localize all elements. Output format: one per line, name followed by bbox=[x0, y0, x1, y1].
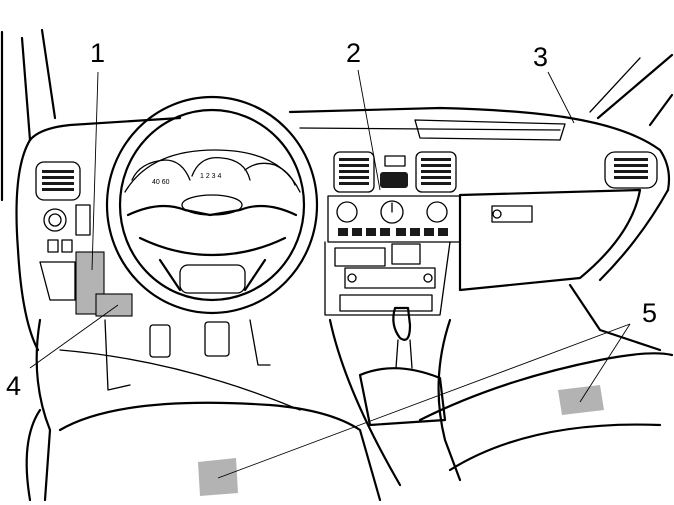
light-switch-panel bbox=[39, 204, 91, 301]
instrument-cluster: 40 60 1 2 3 4 bbox=[124, 149, 301, 193]
leader-lines bbox=[29, 69, 631, 479]
callout-1: 1 bbox=[90, 38, 105, 68]
steering-wheel bbox=[105, 95, 319, 315]
radio-unit bbox=[324, 241, 451, 316]
center-vent-left bbox=[333, 151, 375, 193]
floor-and-seats bbox=[25, 283, 674, 502]
callout-5: 5 bbox=[642, 298, 657, 328]
right-air-vent bbox=[604, 151, 658, 189]
gear-shifter bbox=[328, 306, 462, 487]
a-pillar-left bbox=[0, 28, 57, 202]
callout-2: 2 bbox=[346, 38, 361, 68]
zone-5-floor-left bbox=[198, 458, 238, 496]
pedals bbox=[104, 319, 271, 391]
svg-text:40 60: 40 60 bbox=[152, 179, 170, 186]
svg-text:1 2 3 4: 1 2 3 4 bbox=[200, 173, 222, 180]
left-air-vent bbox=[35, 161, 81, 201]
a-pillar-right bbox=[589, 53, 674, 127]
dashboard-outline bbox=[15, 106, 671, 352]
center-vent-right bbox=[415, 151, 457, 193]
defroster-vent bbox=[414, 119, 566, 141]
callout-4: 4 bbox=[6, 371, 21, 401]
climate-controls bbox=[327, 195, 461, 243]
glovebox bbox=[458, 188, 642, 292]
zone-4-fuse-box bbox=[95, 293, 133, 317]
hazard-and-clock bbox=[380, 155, 408, 188]
callout-3: 3 bbox=[533, 42, 548, 72]
